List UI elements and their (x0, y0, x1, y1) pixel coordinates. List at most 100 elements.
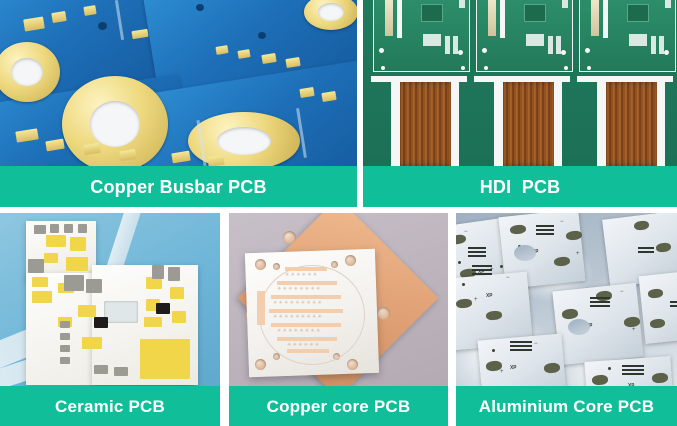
silk-line (468, 247, 486, 249)
ceramic-photo[interactable] (0, 213, 220, 386)
tile-copper-core[interactable]: ✳ ✳ ✳ ✳ ✳ ✳ ✳ ✳ ✳ ✳ ✳ ✳ ✳ ✳ ✳ ✳ ✳ ✳ ✳ ✳ … (229, 213, 448, 426)
smd-pad (629, 34, 647, 46)
smd-pad (453, 36, 458, 54)
component (60, 321, 70, 328)
stiffener (371, 76, 467, 82)
flex-edge (597, 78, 606, 166)
tile-caption-label: HDI PCB (479, 176, 561, 197)
cutout-window (104, 301, 138, 323)
led-footprint-row: ✳ ✳ ✳ ✳ ✳ ✳ ✳ ✳ (277, 328, 321, 334)
polarity-marker: + (500, 369, 504, 375)
polarity-marker: − (534, 341, 538, 347)
caption-band: Aluminium Core PCB (456, 386, 677, 426)
silk-line (510, 341, 532, 343)
polarity-marker: − (620, 289, 624, 295)
star-mcpcb (638, 270, 677, 344)
smd-pad (526, 34, 544, 46)
flex-ribbon (503, 82, 554, 166)
led-pad-row (269, 309, 343, 313)
via-dot (462, 283, 465, 286)
edge-connector (591, 0, 599, 36)
board-mounting-hole (255, 259, 266, 270)
mounting-hole (587, 66, 591, 70)
silk-line (622, 369, 644, 371)
silkscreen (459, 0, 465, 8)
led-footprint-row: ✳ ✳ ✳ ✳ ✳ ✳ ✳ ✳ ✳ (273, 314, 322, 320)
tile-caption-label: Copper Busbar PCB (90, 176, 267, 197)
white-marking (500, 0, 505, 38)
component (64, 275, 84, 291)
silk-line (638, 251, 654, 253)
gold-pad (170, 287, 184, 299)
base-mounting-hole (377, 307, 390, 320)
board-label: dX (510, 363, 517, 369)
component (94, 365, 108, 374)
copper-core-photo[interactable]: ✳ ✳ ✳ ✳ ✳ ✳ ✳ ✳ ✳ ✳ ✳ ✳ ✳ ✳ ✳ ✳ ✳ ✳ ✳ ✳ … (229, 213, 448, 386)
edge-connector (488, 0, 496, 36)
tile-ceramic[interactable]: Ceramic PCB (0, 213, 220, 426)
silkscreen (665, 0, 671, 8)
led-pad-row (287, 349, 329, 353)
polarity-marker: − (560, 219, 564, 225)
mounting-hole (561, 50, 566, 55)
silk-line (670, 301, 677, 303)
mounting-hole (461, 66, 465, 70)
tile-aluminium[interactable]: − + dX dX − + (456, 213, 677, 426)
mounting-hole (458, 50, 463, 55)
board-mounting-hole (345, 255, 356, 266)
gold-ring-pad (0, 42, 60, 102)
silk-line (670, 305, 677, 307)
drill-hole (196, 4, 204, 11)
component (524, 4, 546, 22)
board-via (273, 263, 280, 270)
tile-hdi[interactable]: HDI PCB (363, 0, 677, 207)
via-dot (500, 265, 503, 268)
board-mounting-hole (347, 359, 358, 370)
gold-ring-pad (304, 0, 357, 30)
solder-pad (83, 5, 97, 16)
copper-busbar-photo[interactable] (0, 0, 357, 166)
hdi-photo[interactable] (363, 0, 677, 166)
board-label: dX (486, 291, 493, 297)
stiffener (474, 76, 570, 82)
component (168, 267, 180, 281)
silk-line (472, 269, 492, 271)
gold-pad (46, 235, 66, 247)
led-footprint-row: ✳ ✳ ✳ ✳ ✳ ✳ ✳ ✳ ✳ (273, 300, 322, 306)
component (114, 367, 128, 376)
led-footprint-row: ✳ ✳ ✳ ✳ ✳ ✳ (285, 272, 318, 278)
mounting-hole (484, 66, 488, 70)
component (60, 357, 70, 364)
gold-ring-pad (188, 112, 300, 166)
gold-pad-large (140, 339, 190, 379)
silk-line (468, 251, 486, 253)
silk-line (590, 301, 610, 303)
ic-chip (156, 303, 170, 314)
board-mounting-hole (255, 359, 266, 370)
ic-chip (94, 317, 108, 328)
mounting-hole (482, 48, 487, 53)
led-pad-row (271, 323, 341, 327)
smd-pad (445, 36, 450, 54)
board-via (273, 353, 280, 360)
smd-pad (423, 34, 441, 46)
flex-edge (554, 78, 562, 166)
via-dot (608, 367, 611, 370)
silk-line (536, 229, 554, 231)
drill-hole (98, 22, 107, 30)
silk-line (468, 255, 486, 257)
caption-band: Copper Busbar PCB (0, 166, 357, 207)
tile-copper-busbar[interactable]: Copper Busbar PCB (0, 0, 357, 207)
mounting-hole (381, 66, 385, 70)
mounting-hole (379, 48, 384, 53)
silk-line (472, 265, 492, 267)
caption-band: Copper core PCB (229, 386, 448, 426)
gold-pad (70, 237, 86, 251)
flex-ribbon (400, 82, 451, 166)
smd-pad (556, 36, 561, 54)
aluminium-photo[interactable]: − + dX dX − + (456, 213, 677, 386)
tile-caption-label: Copper core PCB (266, 396, 411, 416)
silk-line (536, 233, 554, 235)
component (421, 4, 443, 22)
